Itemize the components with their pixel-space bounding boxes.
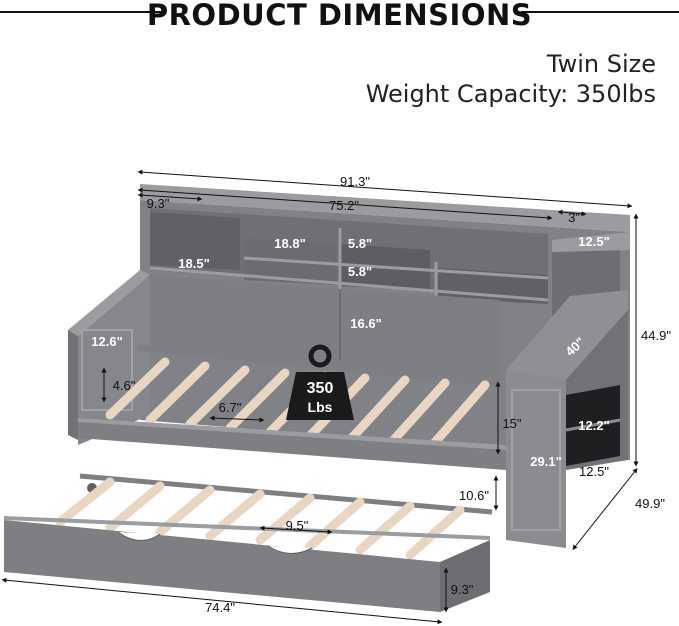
headboard-height-label: 16.6" bbox=[350, 316, 381, 331]
trundle-slat-gap-label: 9.5" bbox=[286, 518, 309, 533]
page-title: PRODUCT DIMENSIONS bbox=[146, 0, 533, 32]
bed-front-rail bbox=[78, 418, 506, 470]
size-spec: Twin Size bbox=[546, 50, 656, 78]
overall-height-label: 44.9" bbox=[641, 328, 671, 343]
left-cubby-label: 18.5" bbox=[178, 256, 209, 271]
top-shelf-label: 75.2" bbox=[329, 198, 359, 213]
dimension-lines bbox=[1, 169, 639, 625]
overall-length-label: 91.3" bbox=[340, 174, 370, 189]
cabinet-height-label: 29.1" bbox=[530, 454, 561, 469]
slat-gap-label: 6.7" bbox=[219, 400, 242, 415]
header-rule-right bbox=[521, 11, 679, 13]
corner-top-label: 12.5" bbox=[578, 234, 609, 249]
trundle-length-label: 74.4" bbox=[205, 600, 235, 615]
corner-gap-label: 3" bbox=[568, 210, 580, 225]
rail-height-label: 4.6" bbox=[113, 378, 136, 393]
weight-capacity-spec: Weight Capacity: 350lbs bbox=[365, 80, 656, 108]
cabinet-depth-label: 12.5" bbox=[579, 464, 609, 479]
trundle-height-label: 10.6" bbox=[459, 488, 489, 503]
bed-height-label: 15" bbox=[502, 416, 521, 431]
middle-shelf-label: 18.8" bbox=[274, 236, 305, 251]
shelf-height-2-label: 5.8" bbox=[348, 264, 372, 279]
weight-badge: 350 Lbs bbox=[286, 344, 354, 420]
shelf-height-1-label: 5.8" bbox=[348, 236, 372, 251]
left-shelf-label: 9.3" bbox=[147, 196, 170, 211]
badge-value: 350 bbox=[307, 380, 334, 397]
side-panel bbox=[68, 270, 150, 445]
bed-slats bbox=[105, 345, 501, 453]
badge-unit: Lbs bbox=[308, 399, 333, 415]
trundle-front-height-label: 9.3" bbox=[451, 582, 474, 597]
header-rule-left bbox=[0, 11, 162, 13]
side-panel-height-label: 12.6" bbox=[91, 334, 122, 349]
desk-cabinet bbox=[506, 290, 628, 548]
cabinet-cubby-label: 12.2" bbox=[578, 418, 609, 433]
overall-depth-label: 49.9" bbox=[635, 496, 665, 511]
trundle bbox=[4, 473, 493, 612]
